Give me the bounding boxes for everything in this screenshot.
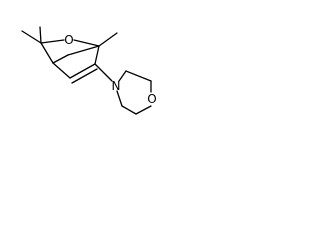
bond-c4-n xyxy=(116,90,123,107)
bond-cq-o xyxy=(40,39,65,44)
bond-o-c3 xyxy=(135,105,152,115)
bond-alkene-double-a xyxy=(69,63,96,79)
bond-bridge-1 xyxy=(52,54,69,64)
bond-enamine-n xyxy=(94,63,113,82)
bond-n-c1 xyxy=(118,70,127,82)
bond-ring-alkene xyxy=(52,62,71,79)
bond-c3-c4 xyxy=(121,105,137,115)
atom-label-ring-oxygen: O xyxy=(64,33,73,47)
bond-o-bridgehead xyxy=(73,39,100,47)
bond-c1-c2 xyxy=(125,70,152,82)
morpholine-ring-bonds xyxy=(116,70,152,115)
bicyclic-core-bonds xyxy=(21,26,118,84)
bond-alkene-double-b xyxy=(71,68,98,84)
atom-label-morpholine-oxygen: O xyxy=(147,92,156,106)
atom-labels: O N O xyxy=(64,33,156,106)
molecule-structure-diagram: O N O xyxy=(21,26,157,115)
bond-cq-ring xyxy=(40,42,54,64)
atom-label-amine-nitrogen: N xyxy=(112,79,121,93)
bond-enamine-bridgehead xyxy=(94,45,100,65)
bond-bridgehead-methyl xyxy=(98,32,118,47)
bond-gem-methyl-1 xyxy=(21,30,42,44)
bond-gem-methyl-2 xyxy=(39,26,42,44)
bond-bridge-2 xyxy=(67,45,100,56)
